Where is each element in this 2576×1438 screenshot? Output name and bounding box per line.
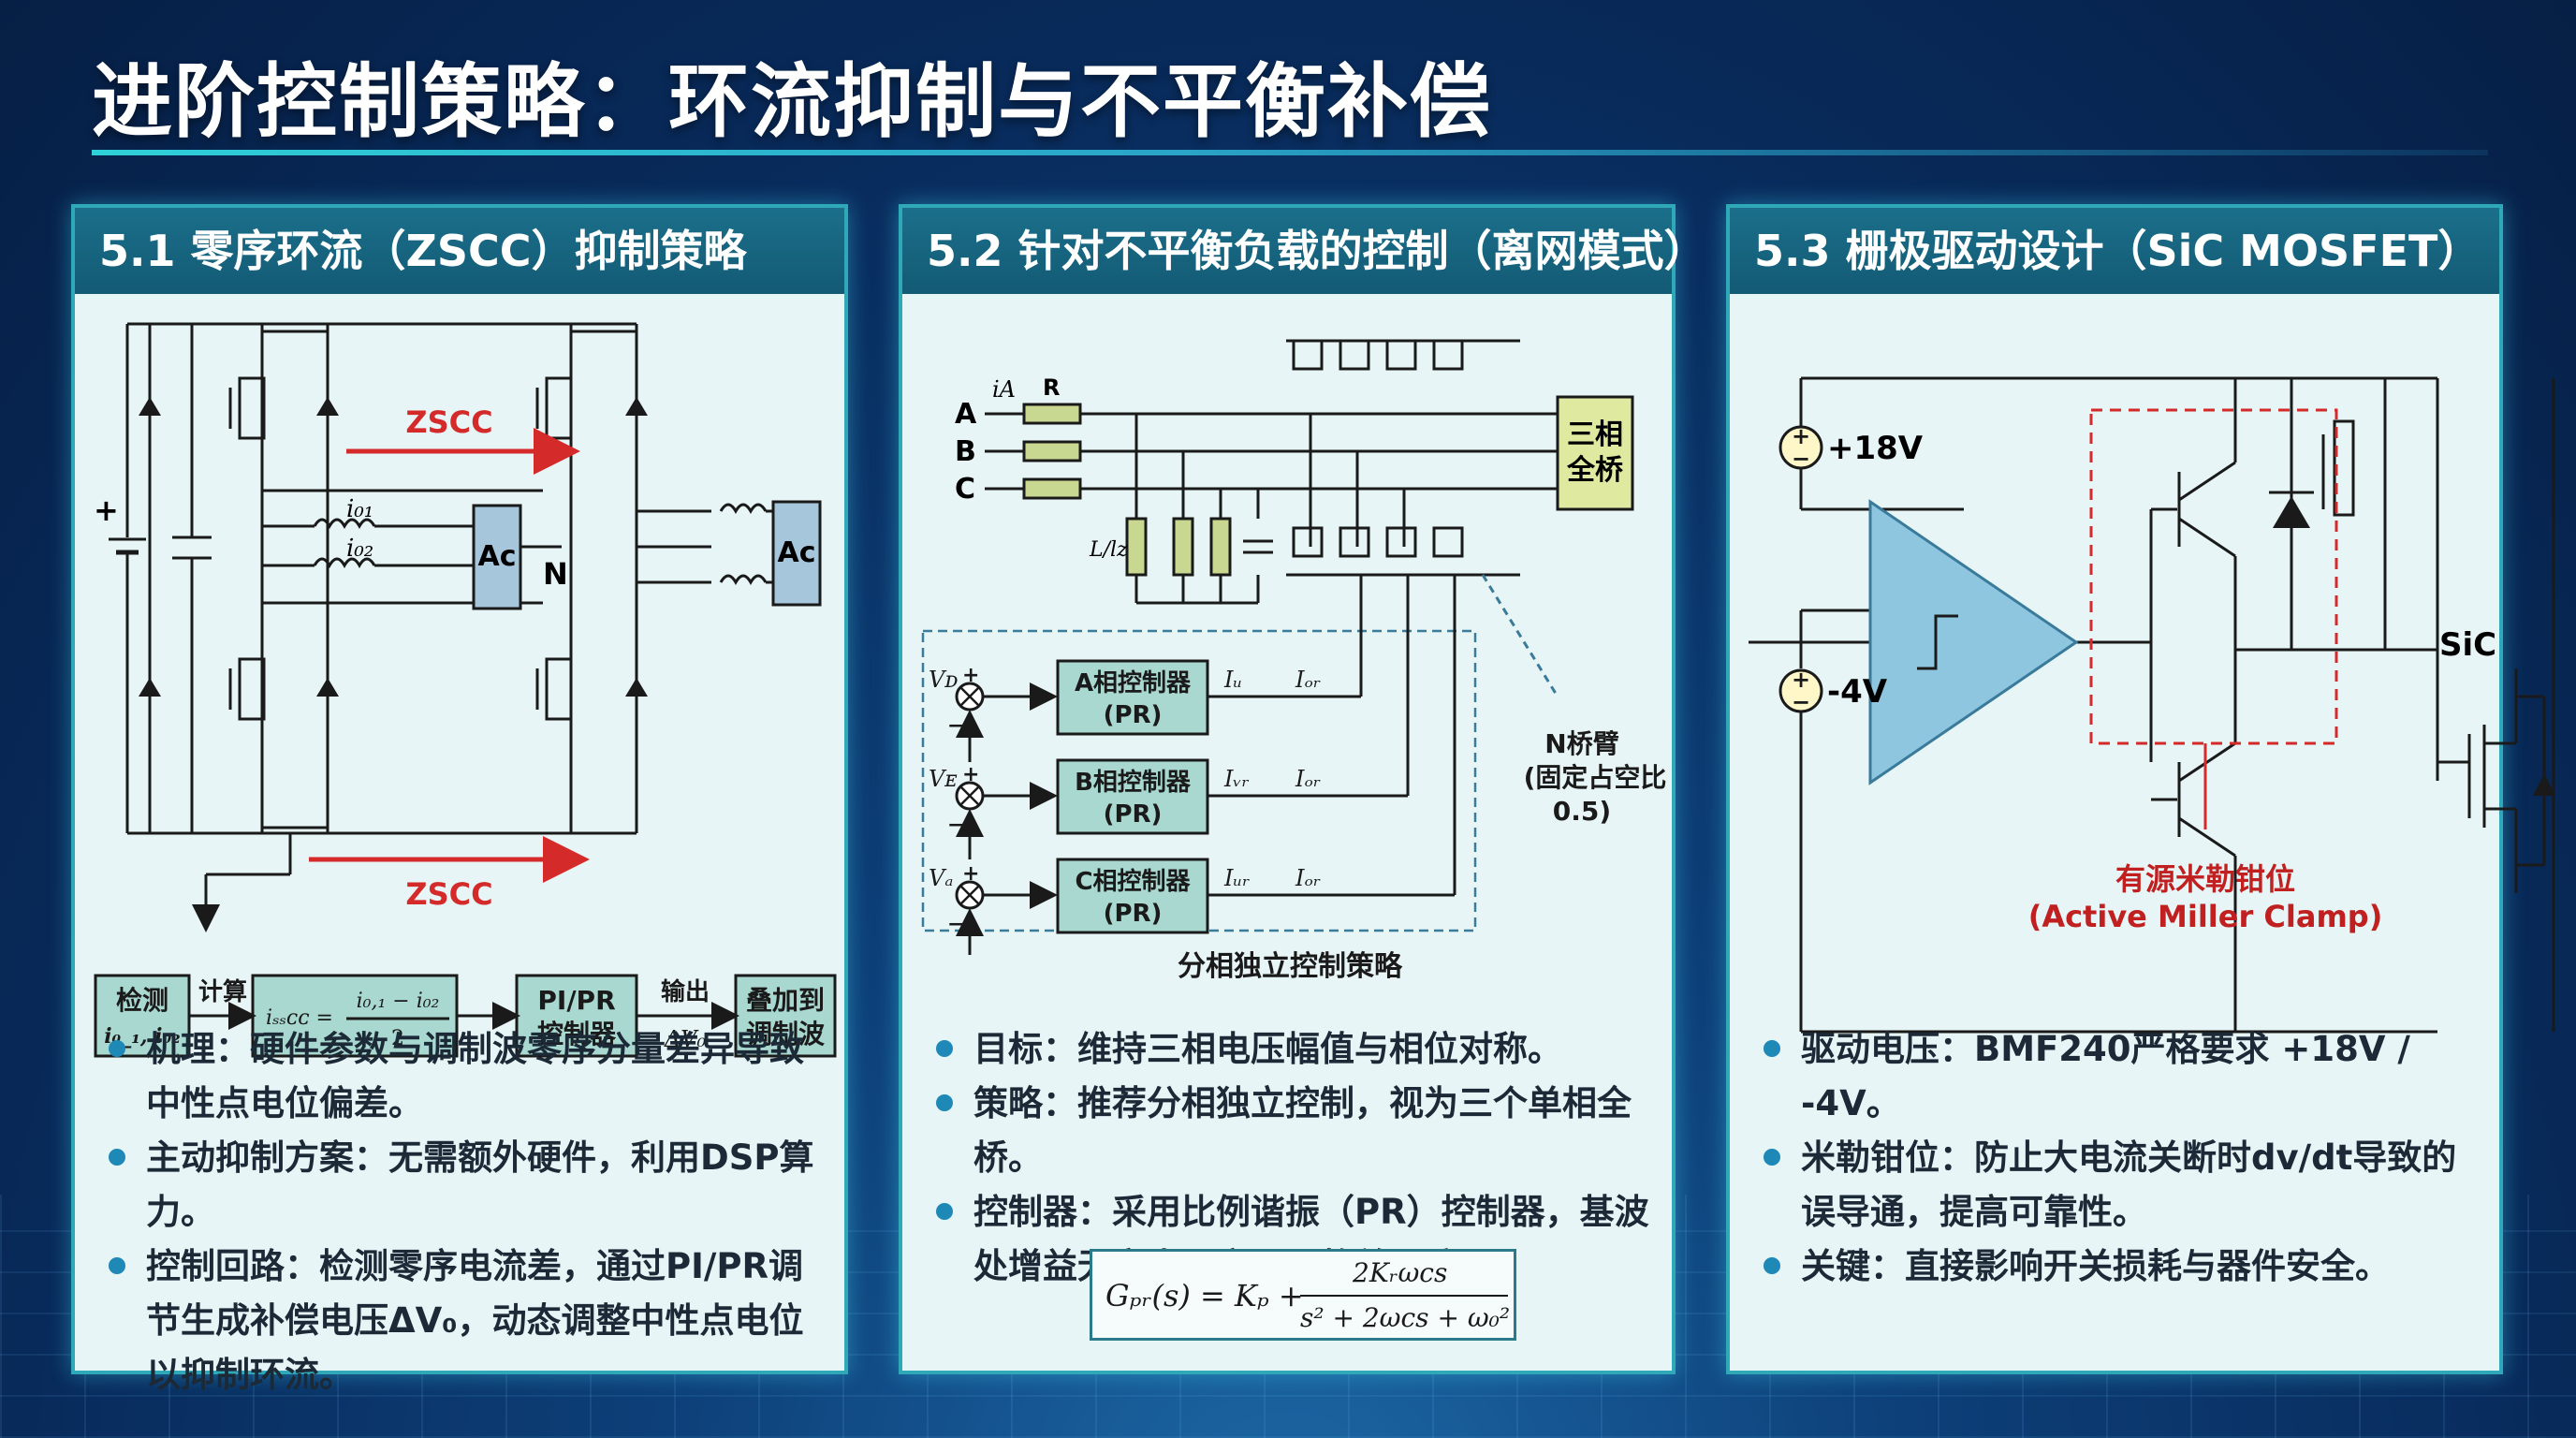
bridge-label-line2: 全桥 [1566, 454, 1623, 487]
current-a-2: Iₒᵣ [1295, 667, 1321, 693]
formula-denominator: 2 [391, 1027, 404, 1050]
output-label: 输出 [661, 977, 710, 1006]
zscc-label-bottom: ZSCC [405, 876, 492, 912]
current-b-2: Iₒᵣ [1295, 766, 1321, 792]
bullet-list: 机理：硬件参数与调制波零序分量差异导致中性点电位偏差。 主动抑制方案：无需额外硬… [101, 1022, 822, 1402]
n-label: N [543, 556, 568, 592]
page-title: 进阶控制策略：环流抑制与不平衡补偿 [92, 55, 1492, 149]
controller-b-type: (PR) [1104, 800, 1163, 829]
diagram-caption: 分相独立控制策略 [1178, 950, 1403, 983]
ref-voltage-a: Vᴅ [929, 667, 958, 693]
pi-box-line1: PI/PR [537, 985, 615, 1016]
panel-unbalanced: 5.2 针对不平衡负载的控制（离网模式） [899, 204, 1707, 1374]
miller-clamp-label-cn: 有源米勒钳位 [2115, 861, 2295, 897]
panel-header: 5.2 针对不平衡负载的控制（离网模式） [902, 208, 1707, 294]
ac-label-1: Aᴄ [477, 540, 516, 573]
v-negative-label: -4V [1827, 673, 1888, 711]
ref-voltage-b: Vᴇ [929, 766, 958, 792]
list-item: 目标：维持三相电压幅值与相位对称。 [929, 1022, 1649, 1077]
source-plus-bottom: + [1792, 667, 1810, 693]
add-box-line1: 叠加到 [746, 985, 825, 1016]
source-minus-top: − [1792, 446, 1810, 472]
delta-v0-label: ΔV₀ [664, 1026, 707, 1052]
panel-header: 5.1 零序环流（ZSCC）抑制策略 [75, 208, 844, 294]
phase-label-a: A [955, 398, 977, 431]
controller-a-name: A相控制器 [1075, 669, 1192, 697]
controller-b-name: B相控制器 [1075, 769, 1192, 797]
i01-label: i₀₁ [346, 495, 373, 523]
i02-label: i₀₂ [346, 535, 373, 563]
n-bridge-label-line1: N桥臂 [1544, 728, 1618, 759]
formula-numerator: i₀,₁ − i₀₂ [357, 990, 440, 1013]
bridge-label-line1: 三相 [1567, 418, 1623, 451]
fraction-bar [1300, 1295, 1508, 1297]
n-bridge-label-line3: 0.5) [1553, 796, 1611, 827]
gate-driver-diagram: + − + − +18V -4V SiC 有源米勒钳位 (Active Mill… [1749, 376, 2555, 1034]
zscc-label-top: ZSCC [405, 404, 492, 440]
pi-box-line2: 控制器 [537, 1019, 617, 1049]
list-item: 关键：直接影响开关损耗与器件安全。 [1756, 1240, 2477, 1294]
zscc-diagram: Aᴄ Aᴄ N + i₀₁ i₀₂ ZSCC ZSCC [94, 322, 822, 932]
panel-header: 5.3 栅极驱动设计（SiC MOSFET） [1730, 208, 2499, 294]
source-plus-top: + [1792, 423, 1810, 449]
sum-minus-b: − [947, 814, 964, 837]
current-c-1: Iᵤᵣ [1223, 865, 1250, 891]
list-item: 机理：硬件参数与调制波零序分量差异导致中性点电位偏差。 [101, 1022, 822, 1131]
ia-label: iA [992, 376, 1016, 403]
sic-label: SiC [2439, 626, 2496, 664]
controller-a-type: (PR) [1104, 701, 1163, 729]
source-minus-bottom: − [1792, 689, 1810, 715]
plus-label: + [94, 492, 119, 528]
formula-lhs: iₛₛᴄᴄ = [266, 1006, 333, 1030]
sum-minus-a: − [947, 714, 964, 738]
n-bridge-label-line2: (固定占空比 [1524, 762, 1667, 793]
sum-plus-a: + [962, 664, 979, 687]
load-label: L/lz [1089, 538, 1128, 562]
formula-lhs: Gₚᵣ(s) = Kₚ + [1105, 1278, 1304, 1313]
add-box-line2: 调制波 [746, 1019, 826, 1049]
title-underline [92, 150, 2488, 155]
controller-c-name: C相控制器 [1075, 868, 1191, 896]
panel-gate-driver: 5.3 栅极驱动设计（SiC MOSFET） [1726, 204, 2555, 1374]
list-item: 米勒钳位：防止大电流关断时dv/dt导致的误导通，提高可靠性。 [1756, 1131, 2477, 1240]
ac-label-2: Aᴄ [777, 536, 815, 569]
ref-voltage-c: Vₐ [929, 865, 953, 891]
phase-label-c: C [955, 473, 975, 506]
sum-plus-c: + [962, 862, 979, 886]
unbalanced-diagram: 三相 全桥 A B C iA R L/lz A相控制器 (PR) B相控制器 (… [921, 339, 1667, 983]
detect-box-line1: 检测 [116, 985, 168, 1016]
sum-plus-b: + [962, 763, 979, 786]
list-item: 主动抑制方案：无需额外硬件，利用DSP算力。 [101, 1131, 822, 1240]
formula-denominator: s² + 2ωcs + ω₀² [1300, 1302, 1511, 1333]
bullet-list: 驱动电压：BMF240严格要求 +18V / -4V。 米勒钳位：防止大电流关断… [1756, 1022, 2477, 1294]
list-item: 控制回路：检测零序电流差，通过PI/PR调节生成补偿电压ΔV₀，动态调整中性点电… [101, 1240, 822, 1402]
panel-zscc: 5.1 零序环流（ZSCC）抑制策略 [71, 204, 848, 1395]
formula-numerator: 2Kᵣωcs [1353, 1257, 1448, 1288]
r-label: R [1043, 374, 1060, 401]
list-item: 策略：推荐分相独立控制，视为三个单相全桥。 [929, 1077, 1649, 1185]
calc-label: 计算 [198, 977, 247, 1006]
current-b-1: Iᵥᵣ [1223, 766, 1250, 792]
zscc-control-chain: 检测 i₀_₁, i₀₂ 计算 iₛₛᴄᴄ = i₀,₁ − i₀₂ 2 PI/… [94, 974, 837, 1058]
v-positive-label: +18V [1827, 430, 1924, 467]
current-a-1: Iᵤ [1223, 667, 1242, 693]
current-c-2: Iₒᵣ [1295, 865, 1321, 891]
pr-transfer-function: Gₚᵣ(s) = Kₚ + 2Kᵣωcs s² + 2ωcs + ω₀² [1090, 1249, 1516, 1341]
miller-clamp-label-en: (Active Miller Clamp) [2028, 899, 2383, 934]
phase-label-b: B [955, 435, 976, 468]
controller-c-type: (PR) [1104, 900, 1163, 928]
list-item: 驱动电压：BMF240严格要求 +18V / -4V。 [1756, 1022, 2477, 1131]
sum-minus-c: − [947, 913, 964, 936]
